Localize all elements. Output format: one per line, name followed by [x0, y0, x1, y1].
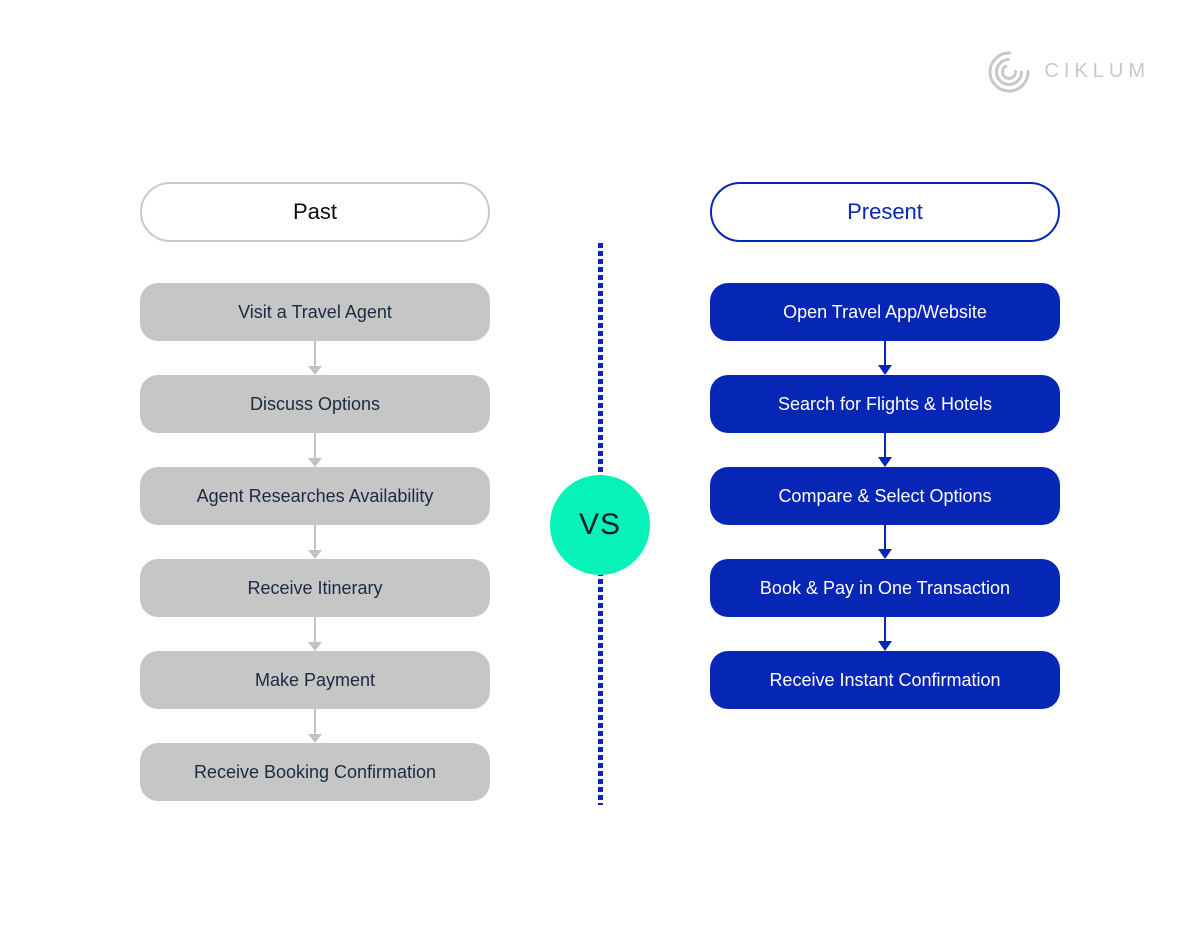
past-title: Past — [292, 199, 338, 224]
arrow-down-icon — [140, 709, 490, 743]
past-step-box: Agent Researches Availability — [140, 467, 490, 525]
past-title-pill: Past — [140, 182, 490, 242]
arrow-down-icon — [710, 433, 1060, 467]
arrow-down-icon — [710, 617, 1060, 651]
past-step-box: Receive Booking Confirmation — [140, 743, 490, 801]
present-step-box: Receive Instant Confirmation — [710, 651, 1060, 709]
arrow-down-icon — [710, 525, 1060, 559]
present-column: Present Open Travel App/Website Search f… — [710, 182, 1060, 709]
vs-label: VS — [578, 508, 622, 541]
arrow-down-icon — [140, 341, 490, 375]
arrow-down-icon — [140, 617, 490, 651]
arrow-down-icon — [710, 341, 1060, 375]
present-step-box: Book & Pay in One Transaction — [710, 559, 1060, 617]
past-step-box: Receive Itinerary — [140, 559, 490, 617]
past-step-box: Discuss Options — [140, 375, 490, 433]
past-step-box: Visit a Travel Agent — [140, 283, 490, 341]
past-step-box: Make Payment — [140, 651, 490, 709]
present-step-box: Search for Flights & Hotels — [710, 375, 1060, 433]
past-column: Past Visit a Travel Agent Discuss Option… — [140, 182, 490, 801]
ciklum-logo: CIKLUM — [988, 48, 1150, 94]
arrow-down-icon — [140, 525, 490, 559]
ciklum-logo-icon — [988, 48, 1032, 94]
present-title-pill: Present — [710, 182, 1060, 242]
arrow-down-icon — [140, 433, 490, 467]
vs-badge: VS — [550, 475, 650, 575]
present-step-box: Compare & Select Options — [710, 467, 1060, 525]
brand-name: CIKLUM — [1044, 59, 1150, 82]
present-step-box: Open Travel App/Website — [710, 283, 1060, 341]
present-title: Present — [847, 199, 923, 224]
